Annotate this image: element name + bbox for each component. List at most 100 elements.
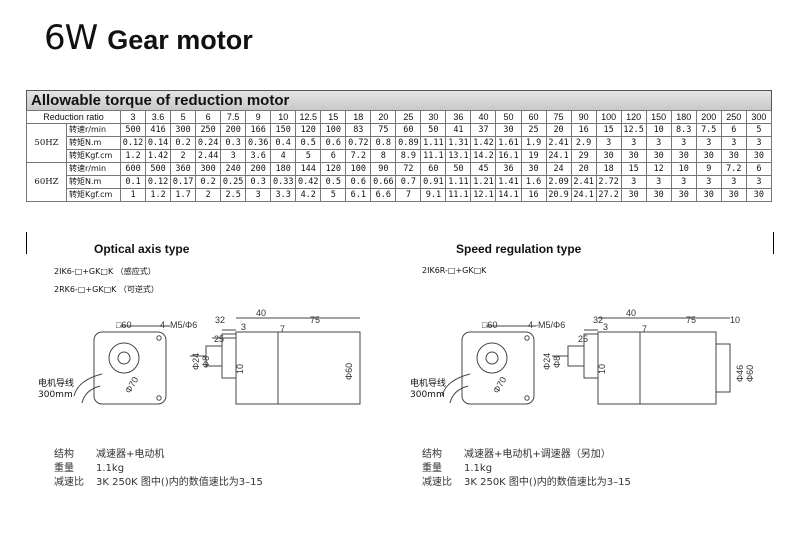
right-rear-cap <box>715 343 731 393</box>
left-dim-phi8: Φ8 <box>201 356 211 368</box>
value-cell: 9 <box>695 162 722 176</box>
value-cell: 240 <box>220 162 247 176</box>
torque-table-heading: Allowable torque of reduction motor <box>26 90 772 110</box>
value-cell: 90 <box>370 162 397 176</box>
value-cell: 3 <box>670 136 697 150</box>
right-front-flange <box>461 331 535 405</box>
left-motor-body <box>235 331 361 405</box>
right-front-shaft <box>485 351 499 365</box>
value-cell: 12 <box>645 162 672 176</box>
value-cell: 30 <box>745 188 773 202</box>
right-model-1: 2IK6R-□+GK□K <box>422 266 487 275</box>
right-dim-phi46: Φ46 <box>735 365 745 382</box>
ratio-cell: 250 <box>720 110 747 124</box>
value-cell: 11.1 <box>420 149 447 163</box>
ratio-cell: 36 <box>445 110 472 124</box>
left-dim-phi70: Φ70 <box>123 375 140 395</box>
left-dim-hole: 4–M5/Φ6 <box>160 320 197 330</box>
value-cell: 0.42 <box>295 175 322 189</box>
value-cell: 30 <box>595 149 622 163</box>
row-label: 转速r/min <box>65 123 122 137</box>
value-cell: 0.6 <box>320 136 347 150</box>
left-dim-3: 3 <box>241 322 246 332</box>
value-cell: 14.2 <box>470 149 497 163</box>
value-cell: 30 <box>745 149 773 163</box>
right-dim-40: 40 <box>626 308 636 318</box>
value-cell: 1.11 <box>445 175 472 189</box>
value-cell: 7 <box>395 188 422 202</box>
left-dim-7: 7 <box>280 324 285 334</box>
value-cell: 18 <box>595 162 622 176</box>
left-spec-key-3: 减速比 <box>54 477 84 488</box>
torque-table-panel: Allowable torque of reduction motor Redu… <box>25 90 773 202</box>
value-cell: 3.3 <box>270 188 297 202</box>
value-cell: 0.12 <box>145 175 172 189</box>
frequency-cell: 50HZ <box>26 123 67 163</box>
right-dim-phi8: Φ8 <box>552 356 562 368</box>
ratio-cell: 7.5 <box>220 110 247 124</box>
right-wire-length: 300mm <box>410 390 445 400</box>
value-cell: 0.3 <box>220 136 247 150</box>
left-dim-32: 32 <box>215 315 225 325</box>
value-cell: 1.2 <box>120 149 147 163</box>
value-cell: 2.44 <box>195 149 222 163</box>
left-dim-75: 75 <box>310 315 320 325</box>
value-cell: 0.8 <box>370 136 397 150</box>
value-cell: 0.25 <box>220 175 247 189</box>
left-spec-val-3: 3K 250K 图中()内的数值速比为3–15 <box>96 477 263 488</box>
value-cell: 30 <box>645 188 672 202</box>
value-cell: 5 <box>295 149 322 163</box>
ratio-cell: 5 <box>170 110 197 124</box>
value-cell: 1.21 <box>470 175 497 189</box>
right-dim-7: 7 <box>642 324 647 334</box>
value-cell: 100 <box>320 123 347 137</box>
left-spec-key-1: 结构 <box>54 449 74 460</box>
left-motor-drawing: □60 4–M5/Φ6 32 40 75 25 3 7 Φ24 Φ8 10 Φ7… <box>73 308 361 405</box>
value-cell: 2 <box>170 149 197 163</box>
value-cell: 30 <box>670 188 697 202</box>
value-cell: 200 <box>245 162 272 176</box>
value-cell: 5 <box>745 123 773 137</box>
value-cell: 2 <box>195 188 222 202</box>
left-spec-val-1: 减速器+电动机 <box>96 449 165 460</box>
left-model-2: 2RK6-□+GK□K （可逆式） <box>54 285 159 294</box>
value-cell: 1.42 <box>470 136 497 150</box>
value-cell: 100 <box>345 162 372 176</box>
value-cell: 30 <box>695 188 722 202</box>
ratio-cell: 6 <box>195 110 222 124</box>
value-cell: 16 <box>570 123 597 137</box>
value-cell: 24.1 <box>545 149 572 163</box>
value-cell: 7.5 <box>695 123 722 137</box>
value-cell: 0.14 <box>145 136 172 150</box>
value-cell: 3 <box>745 136 773 150</box>
value-cell: 0.2 <box>195 175 222 189</box>
row-label: 转速r/min <box>65 162 122 176</box>
value-cell: 10 <box>645 123 672 137</box>
value-cell: 4.2 <box>295 188 322 202</box>
left-section-heading: Optical axis type <box>94 242 190 256</box>
value-cell: 180 <box>270 162 297 176</box>
value-cell: 416 <box>145 123 172 137</box>
ratio-cell: 20 <box>370 110 397 124</box>
value-cell: 27.2 <box>595 188 622 202</box>
value-cell: 2.9 <box>570 136 597 150</box>
left-spec-key-2: 重量 <box>54 463 74 474</box>
right-dim-sq: □60 <box>482 320 497 330</box>
value-cell: 75 <box>370 123 397 137</box>
right-spec-val-3: 3K 250K 图中()内的数值速比为3–15 <box>464 477 631 488</box>
right-output-shaft <box>567 345 585 367</box>
value-cell: 0.1 <box>120 175 147 189</box>
value-cell: 1.6 <box>520 175 547 189</box>
ratio-cell: 25 <box>395 110 422 124</box>
value-cell: 0.24 <box>195 136 222 150</box>
value-cell: 30 <box>720 188 747 202</box>
ratio-cell: 180 <box>670 110 697 124</box>
ratio-cell: 300 <box>745 110 773 124</box>
value-cell: 8.9 <box>395 149 422 163</box>
row-label: 转矩N.m <box>65 136 122 150</box>
value-cell: 20 <box>570 162 597 176</box>
value-cell: 0.6 <box>345 175 372 189</box>
right-dim-25: 25 <box>578 334 588 344</box>
